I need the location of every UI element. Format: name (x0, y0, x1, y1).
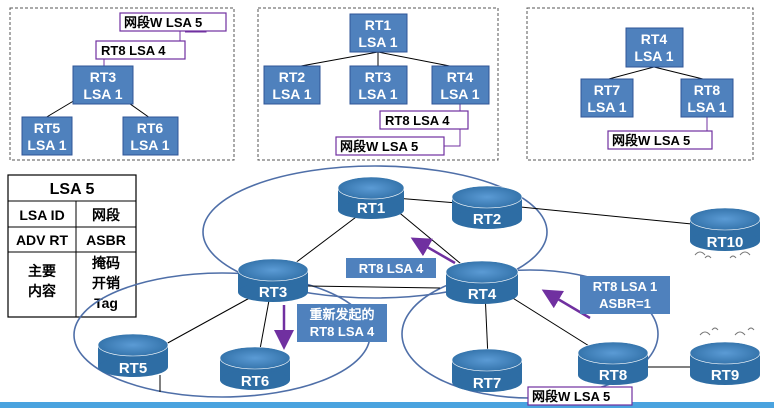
svg-text:开销: 开销 (92, 275, 120, 291)
svg-text:LSA 1: LSA 1 (440, 86, 479, 102)
node-lsa: LSA 1 (83, 86, 122, 102)
svg-text:RT5: RT5 (119, 360, 147, 377)
svg-text:LSA 1: LSA 1 (634, 48, 673, 64)
tree-panel-left: RT3 LSA 1 RT5 LSA 1 RT6 LSA 1 RT8 LSA 4 … (9, 7, 235, 161)
lsa-box-rt8-lsa4: RT8 LSA 4 (95, 40, 186, 60)
svg-text:主要: 主要 (28, 263, 56, 279)
svg-text:RT8 LSA 4: RT8 LSA 4 (310, 324, 375, 339)
bottom-strip (0, 402, 774, 408)
node-name: RT3 (90, 69, 117, 85)
tag-rt8-lsa4: RT8 LSA 4 (346, 258, 436, 278)
lsa-box-network-w: 网段W LSA 5 (335, 136, 445, 156)
svg-text:RT3: RT3 (259, 284, 287, 301)
svg-text:RT4: RT4 (468, 286, 497, 303)
tag-regenerated-rt8-lsa4: 重新发起的 RT8 LSA 4 (297, 304, 387, 342)
svg-text:RT8 LSA 4: RT8 LSA 4 (101, 43, 166, 58)
svg-text:RT6: RT6 (137, 120, 164, 136)
lsa-box-network-w: 网段W LSA 5 (119, 12, 227, 32)
svg-text:LSA 1: LSA 1 (272, 86, 311, 102)
lsa-box-network-w: 网段W LSA 5 (607, 130, 713, 150)
tag-rt8-lsa1-asbr: RT8 LSA 1 ASBR=1 (580, 276, 670, 314)
svg-text:RT6: RT6 (241, 373, 269, 390)
tree-node-rt4: RT4 LSA 1 (431, 65, 490, 105)
svg-text:RT2: RT2 (473, 211, 501, 228)
tree-node-rt3: RT3 LSA 1 (349, 65, 408, 105)
svg-text:RT8 LSA 1: RT8 LSA 1 (593, 279, 658, 294)
tree-node-rt8: RT8 LSA 1 (680, 78, 734, 118)
svg-text:LSA 1: LSA 1 (358, 34, 397, 50)
tree-node-rt2: RT2 LSA 1 (263, 65, 321, 105)
tree-node-rt4: RT4 LSA 1 (625, 27, 684, 68)
svg-text:RT5: RT5 (34, 120, 61, 136)
svg-text:RT7: RT7 (473, 375, 501, 392)
svg-text:掩码: 掩码 (92, 255, 120, 271)
tree-panel-right: RT4 LSA 1 RT7 LSA 1 RT8 LSA 1 网段W LSA 5 (526, 7, 754, 161)
svg-text:RT2: RT2 (279, 69, 306, 85)
svg-text:RT3: RT3 (365, 69, 392, 85)
router-rt5[interactable]: RT5 (97, 333, 169, 377)
svg-text:网段W LSA 5: 网段W LSA 5 (612, 133, 690, 148)
svg-text:RT9: RT9 (711, 367, 739, 384)
svg-text:LSA 1: LSA 1 (130, 137, 169, 153)
svg-text:RT8 LSA 4: RT8 LSA 4 (359, 261, 424, 276)
svg-text:RT4: RT4 (641, 31, 668, 47)
router-rt3[interactable]: RT3 (237, 258, 309, 302)
svg-text:ASBR: ASBR (86, 232, 126, 248)
svg-text:LSA 1: LSA 1 (27, 137, 66, 153)
svg-text:网段W LSA 5: 网段W LSA 5 (124, 15, 202, 30)
tree-node-rt1: RT1 LSA 1 (349, 13, 408, 53)
svg-text:RT8: RT8 (694, 82, 721, 98)
router-rt8[interactable]: RT8 (577, 341, 649, 385)
svg-text:ASBR=1: ASBR=1 (599, 296, 651, 311)
svg-text:RT7: RT7 (594, 82, 621, 98)
tree-node-rt5: RT5 LSA 1 (21, 116, 73, 156)
svg-text:LSA 1: LSA 1 (587, 99, 626, 115)
svg-text:重新发起的: 重新发起的 (309, 307, 374, 322)
lsa5-table: LSA 5 LSA ID 网段 ADV RT ASBR 主要 内容 掩码 开销 … (7, 174, 137, 318)
tree-node-rt6: RT6 LSA 1 (122, 116, 179, 156)
svg-text:RT10: RT10 (707, 234, 744, 251)
router-rt7[interactable]: RT7 (451, 348, 523, 392)
router-rt9[interactable]: RT9 (689, 327, 761, 385)
svg-text:RT8 LSA 4: RT8 LSA 4 (385, 113, 450, 128)
router-rt6[interactable]: RT6 (219, 346, 291, 390)
svg-text:RT8: RT8 (599, 367, 627, 384)
svg-text:LSA 1: LSA 1 (687, 99, 726, 115)
lsa-box-network-w-bottom: 网段W LSA 5 (527, 386, 633, 406)
area-0-ellipse (202, 165, 548, 299)
tree-node-rt3: RT3 LSA 1 (72, 65, 134, 105)
svg-text:RT4: RT4 (447, 69, 474, 85)
lsa-box-rt8-lsa4: RT8 LSA 4 (379, 110, 469, 130)
svg-text:Tag: Tag (94, 295, 118, 311)
svg-text:LSA ID: LSA ID (19, 207, 64, 223)
tree-node-rt7: RT7 LSA 1 (580, 78, 634, 118)
router-rt4[interactable]: RT4 (445, 260, 519, 304)
svg-text:网段W LSA 5: 网段W LSA 5 (532, 389, 610, 404)
tree-panel-middle: RT1 LSA 1 RT2 LSA 1 RT3 LSA 1 RT4 LSA 1 … (257, 7, 499, 161)
svg-text:网段W LSA 5: 网段W LSA 5 (340, 139, 418, 154)
svg-text:内容: 内容 (28, 283, 56, 299)
svg-text:ADV RT: ADV RT (16, 232, 69, 248)
arrow-rt4-to-rt1 (410, 237, 456, 265)
table-title: LSA 5 (50, 181, 95, 198)
svg-text:网段: 网段 (92, 207, 120, 223)
router-rt1[interactable]: RT1 (337, 176, 405, 219)
svg-text:RT1: RT1 (357, 200, 385, 217)
router-rt10[interactable]: RT10 (689, 207, 761, 259)
router-rt2[interactable]: RT2 (451, 185, 523, 229)
svg-text:RT1: RT1 (365, 17, 392, 33)
svg-text:LSA 1: LSA 1 (358, 86, 397, 102)
